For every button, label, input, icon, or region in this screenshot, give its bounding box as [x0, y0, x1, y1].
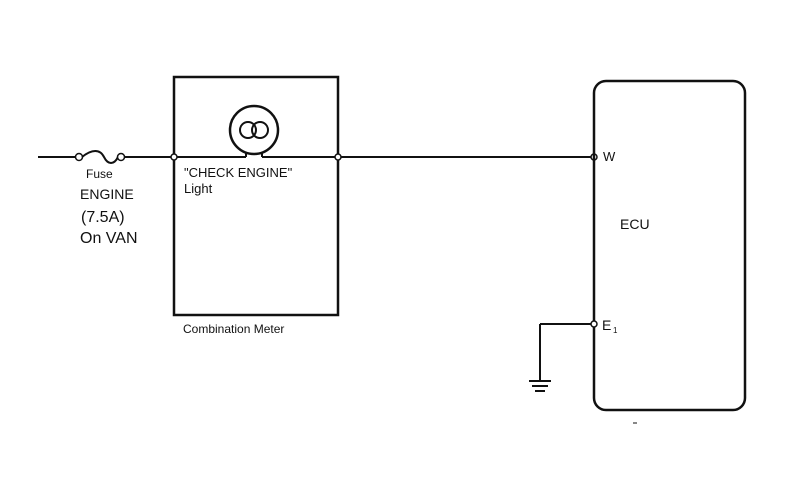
meter-terminal-right	[334, 153, 342, 161]
fuse-label: Fuse	[86, 167, 113, 181]
ecu-terminal-w-label: W	[603, 149, 616, 164]
fuse-terminal-left	[74, 152, 84, 162]
lamp-label-line1: "CHECK ENGINE"	[184, 165, 293, 180]
combination-meter-caption: Combination Meter	[183, 322, 284, 336]
fuse-element	[81, 150, 119, 164]
fuse-name: ENGINE	[80, 186, 134, 202]
ecu-box	[592, 79, 747, 412]
ground-icon	[529, 380, 551, 392]
ecu-terminal-e1	[590, 320, 598, 328]
combination-meter-box	[172, 75, 340, 317]
ecu-label: ECU	[620, 216, 650, 232]
fuse-condition: On VAN	[80, 230, 138, 247]
check-engine-lamp-icon	[228, 104, 280, 156]
ecu-terminal-e1-label: E	[602, 317, 611, 333]
ecu-terminal-e1-subscript: 1	[613, 326, 618, 335]
fuse-terminal-right	[116, 152, 126, 162]
meter-terminal-left	[170, 153, 178, 161]
lamp-label-line2: Light	[184, 181, 213, 196]
fuse-rating: (7.5A)	[81, 209, 125, 226]
